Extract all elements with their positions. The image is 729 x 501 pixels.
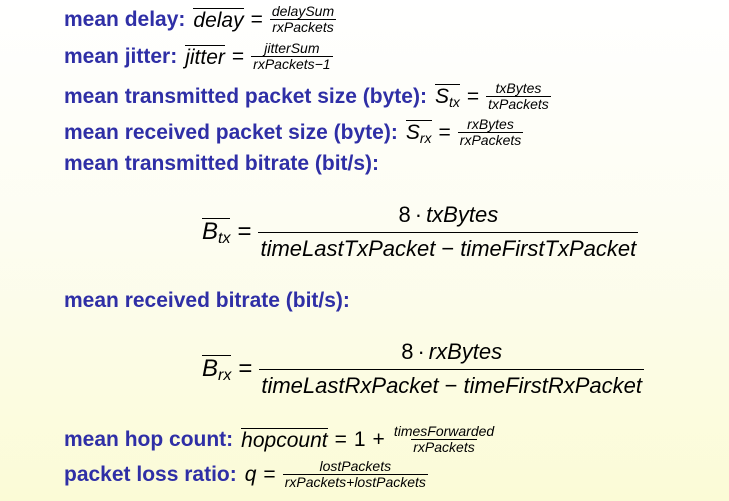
brx-den-a: timeLastRxPacket: [261, 373, 439, 398]
btx-num-dot: ·: [414, 202, 423, 227]
jitter-formula: jitter = jitterSum rxPackets−1: [185, 40, 333, 72]
btx-den-a: timeLastTxPacket: [260, 236, 436, 261]
brx-lhs: Brx: [202, 354, 232, 384]
brx-num-var: rxBytes: [428, 339, 503, 364]
brx-label-line: mean received bitrate (bit/s):: [64, 289, 358, 313]
delay-denominator: rxPackets: [270, 19, 336, 35]
btx-formula: Btx = 8·txBytes timeLastTxPacket−timeFir…: [202, 202, 639, 262]
delay-lhs: delay: [193, 8, 244, 32]
brx-den-b: timeFirstRxPacket: [463, 373, 642, 398]
srx-formula: Srx = rxBytes rxPackets: [405, 116, 524, 148]
stx-fraction: txBytes txPackets: [486, 81, 551, 112]
stx-lhs-subscript: tx: [448, 94, 460, 110]
loss-lhs: q: [244, 462, 257, 486]
stx-line: mean transmitted packet size (byte): Stx…: [64, 81, 551, 112]
loss-numerator: lostPackets: [319, 458, 392, 474]
btx-label: mean transmitted bitrate (bit/s):: [64, 152, 380, 175]
btx-lhs-symbol: B: [202, 217, 219, 245]
btx-den-b: timeFirstTxPacket: [460, 236, 637, 261]
brx-formula-line: Brx = 8·rxBytes timeLastRxPacket−timeFir…: [202, 339, 644, 399]
srx-numerator: rxBytes: [467, 116, 514, 132]
jitter-equals: =: [231, 44, 245, 68]
srx-lhs-subscript: rx: [419, 130, 432, 146]
stx-lhs: Stx: [434, 84, 460, 110]
hop-const: 1: [353, 427, 366, 451]
brx-num-dot: ·: [417, 339, 425, 364]
delay-fraction: delaySum rxPackets: [270, 4, 336, 35]
srx-label: mean received packet size (byte):: [64, 120, 398, 144]
hop-lhs: hopcount: [241, 428, 328, 452]
srx-denominator: rxPackets: [457, 132, 524, 148]
btx-numerator: 8·txBytes: [396, 202, 500, 232]
loss-denominator: rxPackets+lostPackets: [282, 474, 428, 490]
srx-equals: =: [438, 120, 451, 144]
hop-label: mean hop count:: [64, 427, 234, 451]
brx-lhs-subscript: rx: [218, 366, 232, 384]
brx-den-op: −: [444, 373, 458, 398]
btx-label-line: mean transmitted bitrate (bit/s):: [64, 152, 387, 176]
hop-numerator: timesForwarded: [393, 423, 495, 439]
loss-fraction: lostPackets rxPackets+lostPackets: [282, 458, 428, 490]
btx-equals: =: [237, 218, 252, 245]
hop-line: mean hop count: hopcount = 1 + timesForw…: [64, 424, 496, 455]
stx-denominator: txPackets: [486, 96, 551, 112]
srx-fraction: rxBytes rxPackets: [457, 116, 524, 148]
btx-lhs-subscript: tx: [218, 229, 231, 247]
hop-fraction: timesForwarded rxPackets: [392, 424, 496, 455]
jitter-numerator: jitterSum: [264, 40, 320, 56]
loss-equals: =: [263, 462, 276, 486]
stx-label: mean transmitted packet size (byte):: [64, 84, 427, 108]
jitter-lhs: jitter: [185, 45, 225, 69]
stx-lhs-symbol: S: [434, 85, 449, 108]
btx-num-const: 8: [398, 202, 411, 227]
loss-line: packet loss ratio: q = lostPackets rxPac…: [64, 459, 428, 490]
brx-denominator: timeLastRxPacket−timeFirstRxPacket: [259, 369, 644, 399]
delay-line: mean delay: delay = delaySum rxPackets: [64, 4, 336, 35]
delay-equals: =: [250, 7, 263, 31]
brx-formula: Brx = 8·rxBytes timeLastRxPacket−timeFir…: [202, 339, 644, 399]
delay-label: mean delay:: [64, 7, 186, 31]
srx-lhs-symbol: S: [405, 121, 420, 144]
loss-formula: q = lostPackets rxPackets+lostPackets: [245, 459, 428, 490]
btx-fraction: 8·txBytes timeLastTxPacket−timeFirstTxPa…: [258, 202, 639, 262]
hop-equals: =: [334, 427, 347, 451]
jitter-line: mean jitter: jitter = jitterSum rxPacket…: [64, 41, 333, 72]
btx-denominator: timeLastTxPacket−timeFirstTxPacket: [258, 232, 639, 262]
brx-lhs-symbol: B: [202, 354, 219, 382]
jitter-fraction: jitterSum rxPackets−1: [251, 40, 333, 72]
btx-num-var: txBytes: [426, 202, 499, 227]
stx-equals: =: [466, 84, 480, 108]
hop-plus: +: [372, 427, 385, 451]
srx-lhs: Srx: [405, 120, 432, 146]
delay-formula: delay = delaySum rxPackets: [193, 4, 336, 35]
brx-label: mean received bitrate (bit/s):: [64, 289, 350, 312]
stx-formula: Stx = txBytes txPackets: [434, 81, 551, 112]
btx-den-op: −: [441, 236, 455, 261]
jitter-denominator: rxPackets−1: [251, 56, 333, 72]
srx-line: mean received packet size (byte): Srx = …: [64, 116, 524, 148]
hop-denominator: rxPackets: [411, 439, 477, 455]
loss-label: packet loss ratio:: [64, 462, 237, 486]
brx-equals: =: [238, 355, 253, 382]
brx-numerator: 8·rxBytes: [399, 339, 504, 369]
delay-numerator: delaySum: [271, 3, 335, 19]
btx-formula-line: Btx = 8·txBytes timeLastTxPacket−timeFir…: [202, 202, 639, 262]
hop-formula: hopcount = 1 + timesForwarded rxPackets: [241, 424, 496, 455]
brx-fraction: 8·rxBytes timeLastRxPacket−timeFirstRxPa…: [259, 339, 644, 399]
btx-lhs: Btx: [202, 217, 231, 247]
stx-numerator: txBytes: [495, 80, 542, 96]
brx-num-const: 8: [401, 339, 414, 364]
jitter-label: mean jitter:: [64, 44, 178, 68]
